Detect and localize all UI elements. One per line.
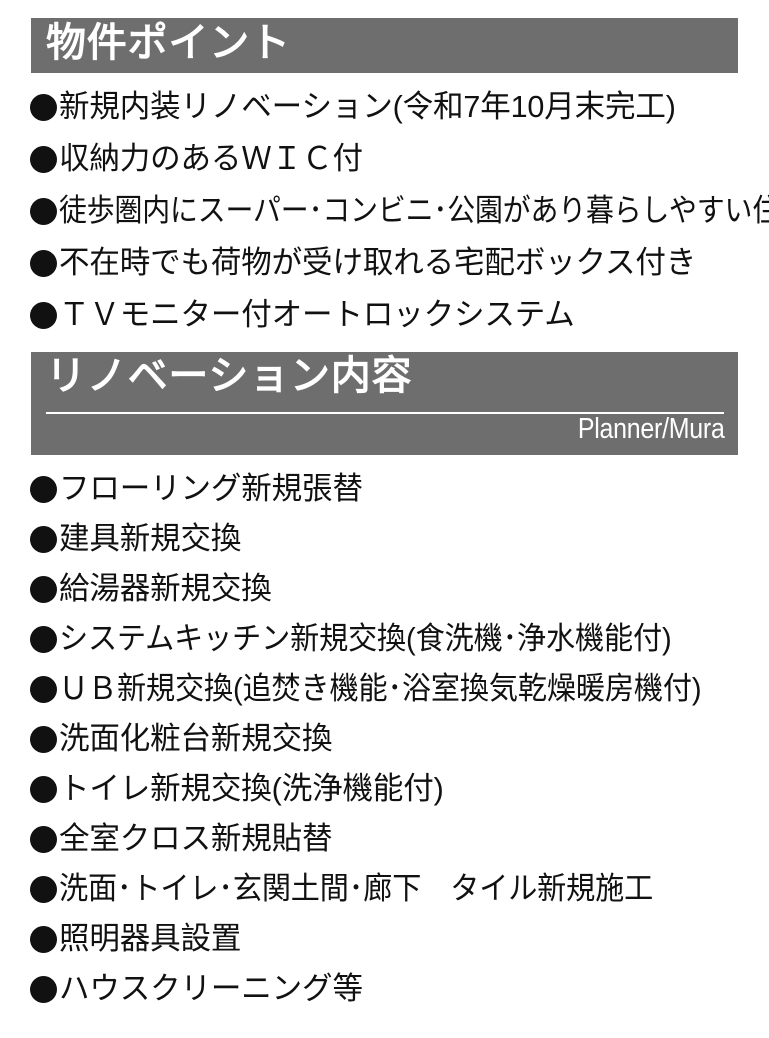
bullet-dot-icon [30,675,57,703]
list-item-label: 給湯器新規交換 [59,570,272,606]
bullet-dot-icon [30,301,57,329]
list-item: 新規内装リノベーション(令和7年10月末完工) [0,80,769,132]
section-title-property-points: 物件ポイント [46,21,291,65]
section-header-renovation-contents: リノベーション内容 Planner/Mura [31,352,738,455]
list-item-label: 徒歩圏内にスーパー･コンビニ･公園があり暮らしやすい住環境 [59,192,769,228]
list-item: 建具新規交換 [0,513,769,563]
bullet-dot-icon [30,975,57,1003]
list-item-label: システムキッチン新規交換(食洗機･浄水機能付) [59,620,672,656]
bullet-dot-icon [30,249,57,277]
bullet-dot-icon [30,145,57,173]
bullet-dot-icon [30,625,57,653]
bullet-list-property-points: 新規内装リノベーション(令和7年10月末完工) 収納力のあるＷＩＣ付 徒歩圏内に… [0,80,769,340]
planner-credit: Planner/Mura [578,413,725,445]
list-item-label: ＴＶモニター付オートロックシステム [59,296,575,332]
list-item: ＴＶモニター付オートロックシステム [0,288,769,340]
bullet-dot-icon [30,725,57,753]
list-item-label: ハウスクリーニング等 [59,970,363,1006]
header-divider-rule [46,412,724,414]
list-item-label: 建具新規交換 [59,520,242,556]
bullet-dot-icon [30,93,57,121]
list-item: 徒歩圏内にスーパー･コンビニ･公園があり暮らしやすい住環境 [0,184,769,236]
list-item: システムキッチン新規交換(食洗機･浄水機能付) [0,613,769,663]
list-item: トイレ新規交換(洗浄機能付) [0,763,769,813]
list-item: 照明器具設置 [0,913,769,963]
list-item: 洗面･トイレ･玄関土間･廊下 タイル新規施工 [0,863,769,913]
list-item: ハウスクリーニング等 [0,963,769,1013]
list-item: フローリング新規張替 [0,463,769,513]
list-item: 収納力のあるＷＩＣ付 [0,132,769,184]
bullet-dot-icon [30,775,57,803]
list-item-label: 照明器具設置 [59,920,242,956]
bullet-dot-icon [30,875,57,903]
list-item-label: フローリング新規張替 [59,470,363,506]
list-item-label: ＵＢ新規交換(追焚き機能･浴室換気乾燥暖房機付) [59,670,702,706]
list-item-label: 洗面化粧台新規交換 [59,720,333,756]
list-item: 洗面化粧台新規交換 [0,713,769,763]
bullet-dot-icon [30,475,57,503]
list-item-label: 収納力のあるＷＩＣ付 [59,140,363,176]
bullet-dot-icon [30,575,57,603]
list-item-label: 不在時でも荷物が受け取れる宅配ボックス付き [59,244,697,280]
bullet-dot-icon [30,525,57,553]
bullet-dot-icon [30,925,57,953]
list-item-label: 新規内装リノベーション(令和7年10月末完工) [59,88,676,124]
list-item-label: トイレ新規交換(洗浄機能付) [59,770,444,806]
list-item: ＵＢ新規交換(追焚き機能･浴室換気乾燥暖房機付) [0,663,769,713]
section-title-renovation-contents: リノベーション内容 [46,354,413,398]
list-item-label: 全室クロス新規貼替 [59,820,333,856]
list-item: 給湯器新規交換 [0,563,769,613]
list-item: 不在時でも荷物が受け取れる宅配ボックス付き [0,236,769,288]
bullet-list-renovation-contents: フローリング新規張替 建具新規交換 給湯器新規交換 システムキッチン新規交換(食… [0,463,769,1013]
list-item: 全室クロス新規貼替 [0,813,769,863]
section-header-property-points: 物件ポイント [31,18,738,73]
bullet-dot-icon [30,197,57,225]
list-item-label: 洗面･トイレ･玄関土間･廊下 タイル新規施工 [59,870,654,906]
bullet-dot-icon [30,825,57,853]
